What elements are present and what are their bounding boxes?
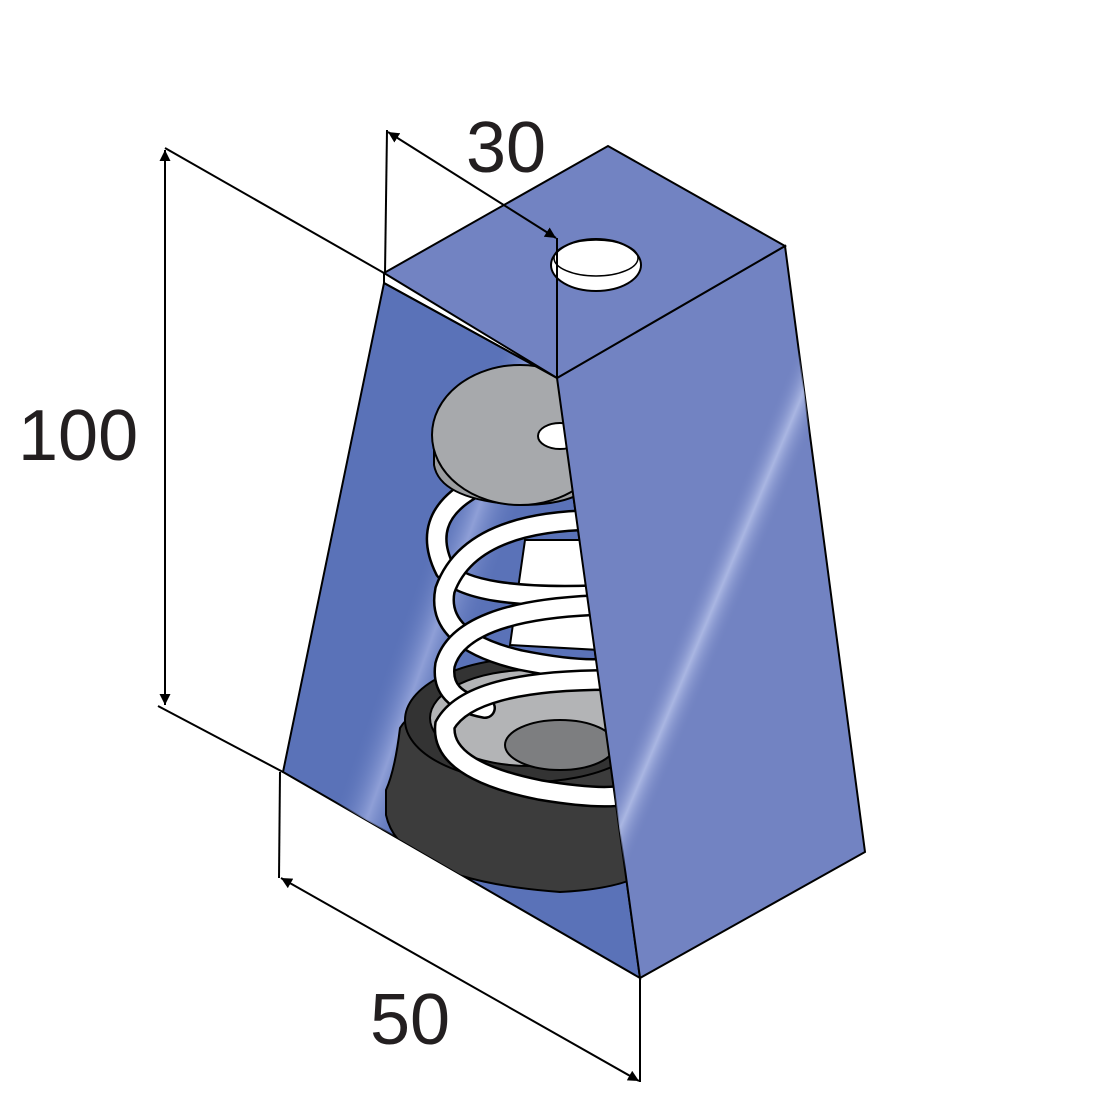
internal-components [385, 364, 640, 894]
housing-front-gloss [557, 246, 865, 978]
width-extension-line-left [278, 771, 281, 879]
rubber-base-hole [504, 719, 616, 771]
height-extension-line-top [164, 147, 385, 274]
mounting-hole-rim [553, 239, 639, 277]
housing-top-edge [383, 273, 558, 379]
height-extension-line-bottom [157, 705, 284, 773]
depth-dimension-line [387, 131, 557, 239]
width-dimension-line [280, 877, 640, 1082]
spring-coils [425, 479, 636, 808]
height-dimension-label: 100 [18, 396, 138, 476]
depth-extension-line-left [384, 129, 388, 274]
depth-dimension-label: 30 [466, 108, 546, 188]
width-dimension-label: 50 [370, 980, 450, 1060]
mounting-hole [550, 238, 642, 292]
